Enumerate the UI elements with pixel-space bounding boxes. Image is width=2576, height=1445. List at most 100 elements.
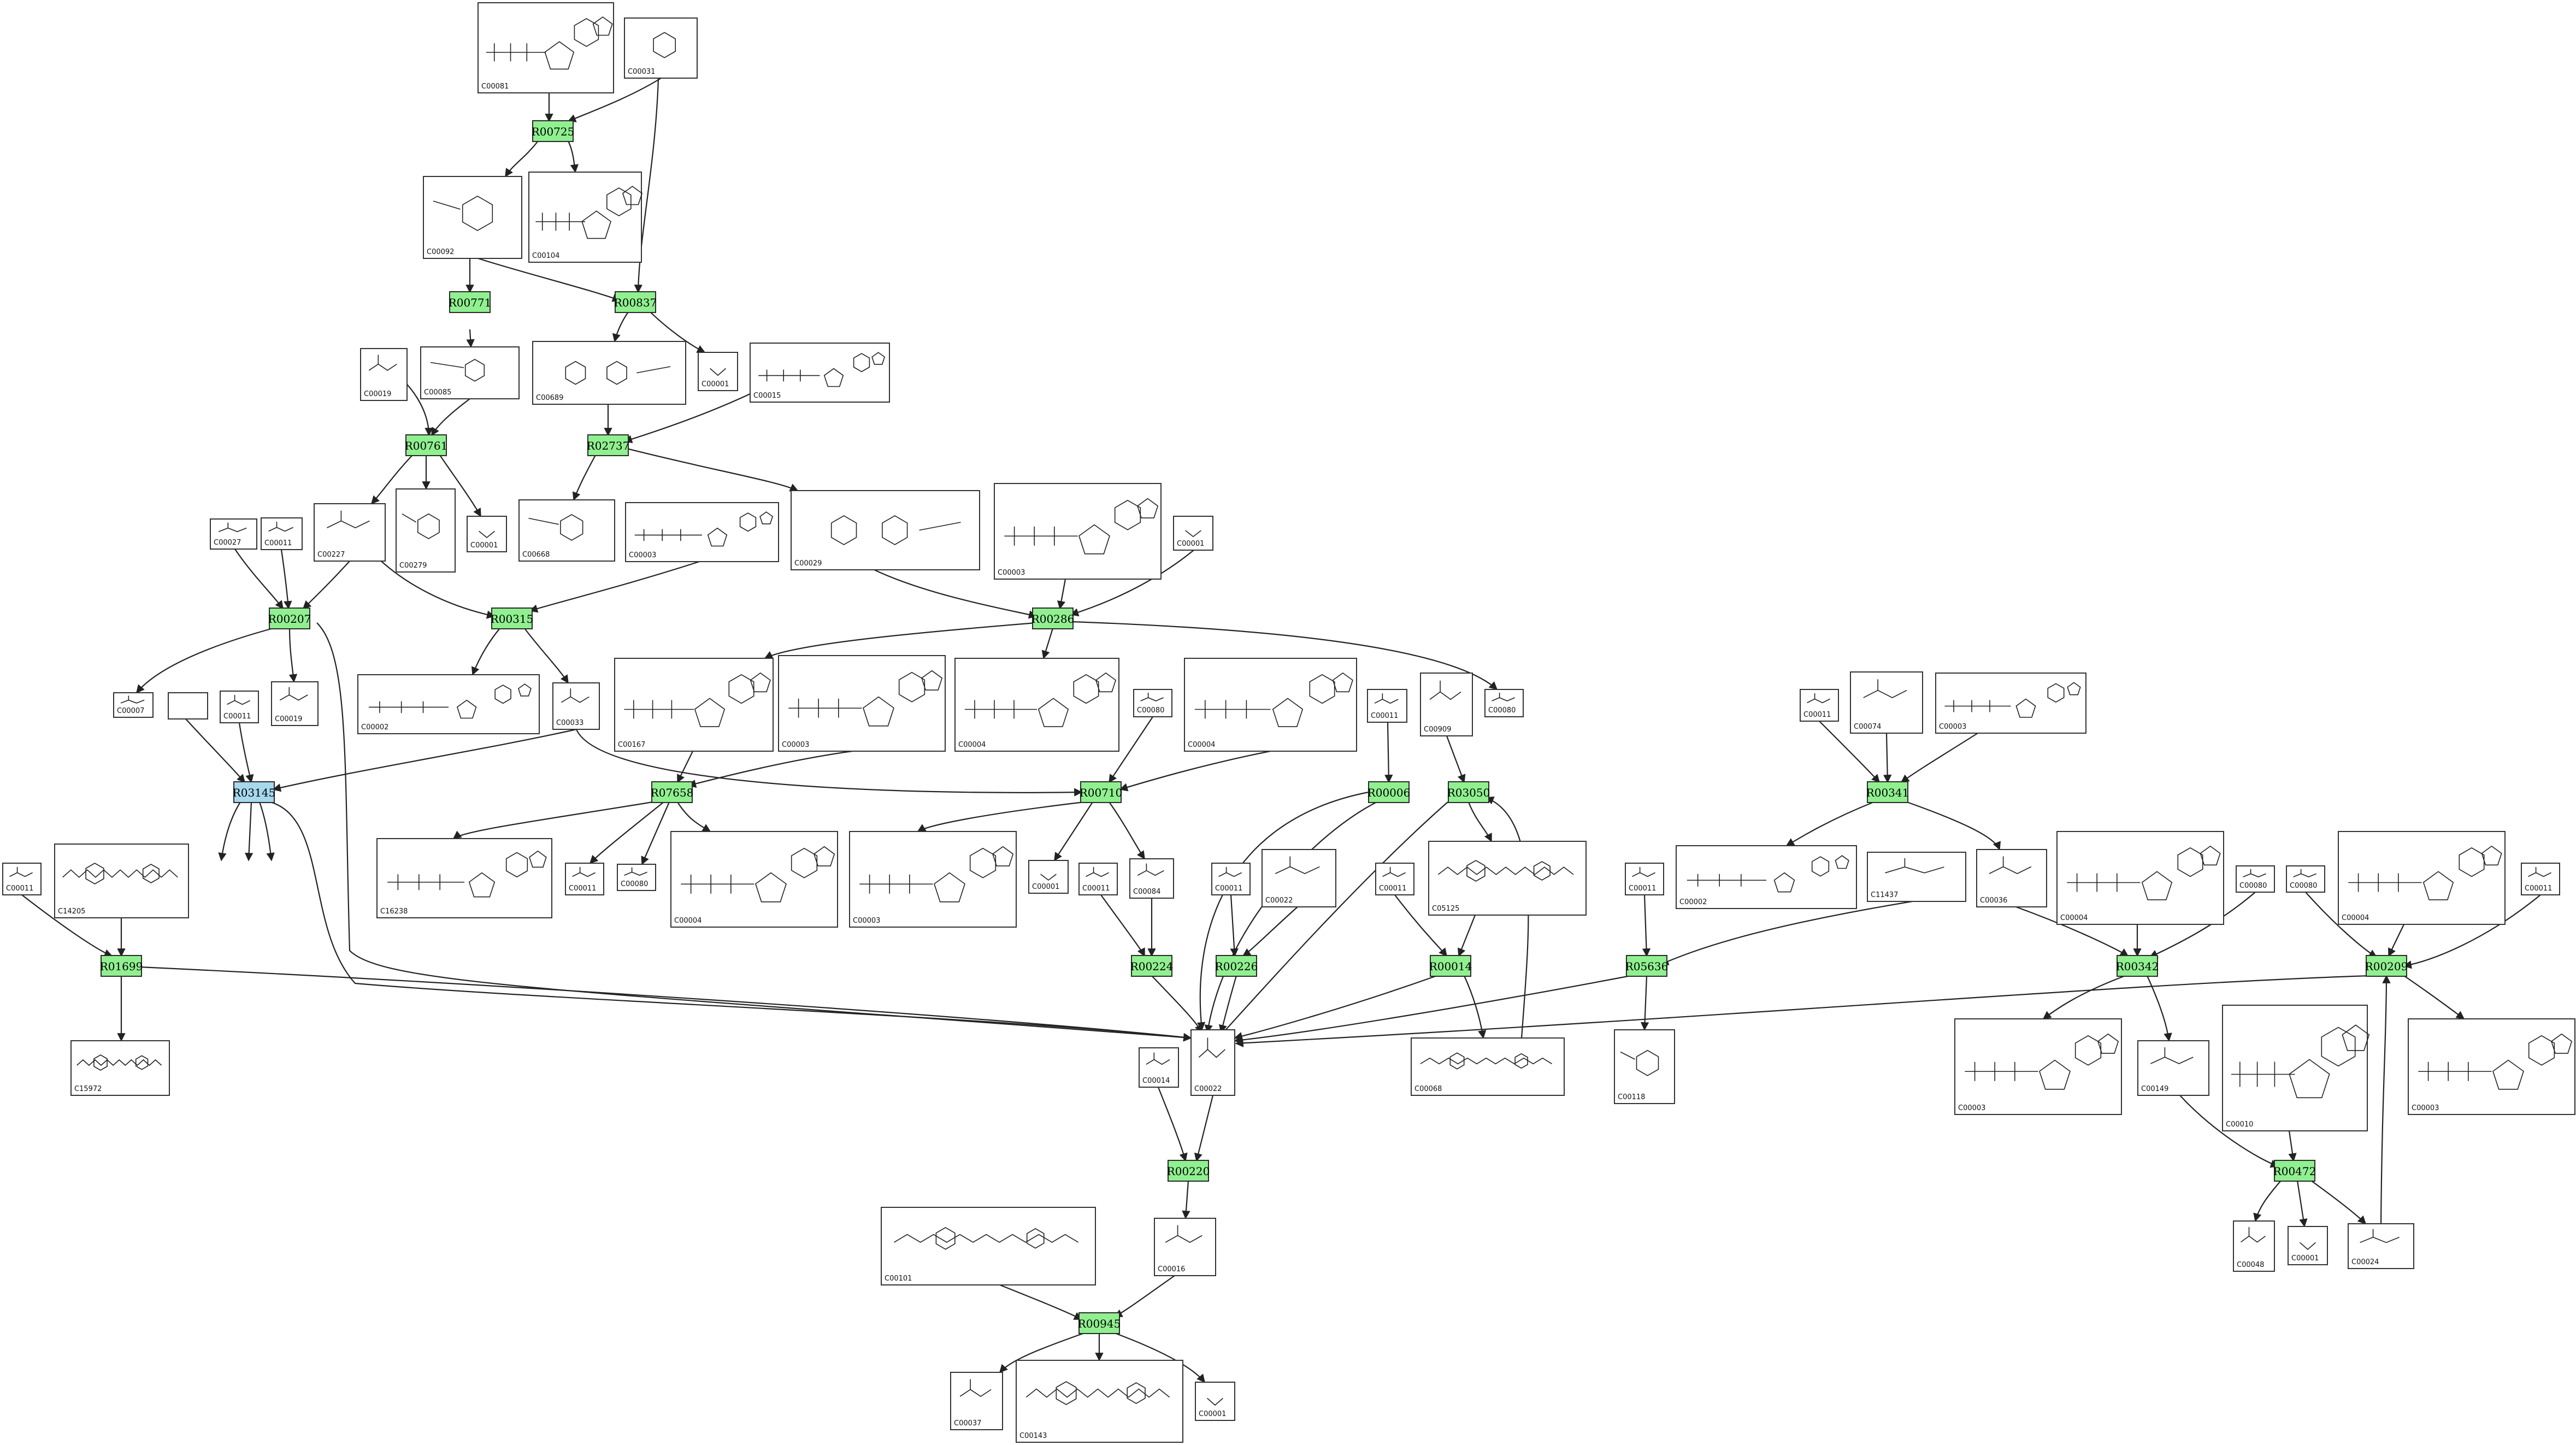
compound-node[interactable]: C00003 [1935, 673, 2086, 734]
compound-node[interactable]: C00001 [1173, 516, 1213, 551]
compound-node[interactable]: C00011 [1625, 863, 1664, 895]
reaction-node-r00207[interactable]: R00207 [268, 608, 311, 629]
compound-node[interactable]: C00011 [565, 863, 604, 895]
compound-node[interactable]: C00036 [1976, 849, 2047, 907]
compound-node[interactable]: C00011 [1078, 863, 1118, 895]
compound-node[interactable]: C00003 [849, 831, 1017, 928]
compound-node[interactable]: C00015 [750, 343, 890, 403]
compound-node[interactable]: C00080 [1133, 689, 1172, 717]
compound-node[interactable]: C00104 [528, 172, 643, 263]
compound-node[interactable]: C00227 [314, 503, 386, 562]
compound-node[interactable]: C00068 [1411, 1037, 1565, 1096]
compound-node[interactable]: C00048 [2233, 1220, 2275, 1272]
compound-node[interactable]: C00019 [360, 348, 408, 401]
reaction-node-r07658[interactable]: R07658 [651, 781, 694, 803]
compound-node[interactable]: C00081 [478, 2, 614, 93]
reaction-node-r00837[interactable]: R00837 [614, 291, 657, 313]
compound-node[interactable]: C00016 [1154, 1218, 1216, 1276]
compound-node[interactable]: C00080 [617, 864, 656, 891]
compound-node[interactable]: C00004 [2056, 831, 2224, 925]
compound-node[interactable]: C00084 [1129, 858, 1174, 899]
reaction-node-r00006[interactable]: R00006 [1367, 781, 1411, 803]
compound-node[interactable]: C00011 [2, 863, 42, 895]
compound-node[interactable]: C00011 [1800, 689, 1839, 722]
compound-node[interactable]: C00092 [423, 176, 522, 259]
compound-node[interactable]: C00011 [1375, 863, 1414, 895]
reaction-node-r00014[interactable]: R00014 [1429, 955, 1472, 977]
compound-node[interactable]: C00002 [1676, 845, 1857, 909]
reaction-node-r00342[interactable]: R00342 [2116, 955, 2159, 977]
compound-node[interactable]: C00909 [1420, 673, 1473, 736]
reaction-node-r00472[interactable]: R00472 [2273, 1160, 2316, 1182]
reaction-node-r02737[interactable]: R02737 [587, 434, 630, 456]
reaction-node-r00315[interactable]: R00315 [491, 608, 534, 629]
compound-node[interactable]: C00001 [1195, 1382, 1235, 1421]
compound-node[interactable]: C11437 [1867, 852, 1966, 902]
compound-node[interactable]: C00003 [2408, 1018, 2575, 1115]
compound-node[interactable]: C00027 [210, 518, 257, 550]
reaction-node-r03145[interactable]: R03145 [233, 781, 276, 803]
reaction-node-r05636[interactable]: R05636 [1625, 955, 1669, 977]
compound-node[interactable]: C00689 [532, 341, 686, 405]
compound-node[interactable]: C00149 [2137, 1040, 2209, 1096]
reaction-node-r00761[interactable]: R00761 [405, 434, 448, 456]
compound-node[interactable]: C00037 [950, 1372, 1003, 1430]
reaction-node-r00220[interactable]: R00220 [1167, 1160, 1210, 1182]
compound-node[interactable]: C00004 [2338, 831, 2506, 925]
compound-node[interactable]: C00004 [954, 658, 1119, 752]
compound-node[interactable]: C00003 [1954, 1018, 2122, 1115]
reaction-node-r00710[interactable]: R00710 [1080, 781, 1123, 803]
compound-node[interactable]: C00029 [791, 490, 980, 570]
compound-node[interactable]: C15972 [70, 1040, 170, 1096]
compound-node[interactable]: C00279 [396, 488, 456, 573]
compound-node[interactable]: C00022 [1262, 849, 1336, 907]
compound-node[interactable]: C00011 [1211, 863, 1251, 895]
compound-node[interactable]: C00003 [994, 483, 1162, 580]
reaction-node-r00226[interactable]: R00226 [1215, 955, 1258, 977]
compound-node[interactable]: C00080 [2236, 865, 2275, 893]
compound-node[interactable]: C14205 [54, 844, 189, 918]
compound-node[interactable]: C00118 [1614, 1029, 1675, 1104]
compound-node[interactable]: C00024 [2348, 1223, 2414, 1269]
reaction-node-r00224[interactable]: R00224 [1130, 955, 1174, 977]
compound-node[interactable]: C16238 [376, 838, 552, 918]
reaction-node-r00286[interactable]: R00286 [1031, 608, 1075, 629]
compound-node[interactable]: C00001 [698, 352, 738, 391]
compound-node[interactable]: C00011 [1367, 689, 1407, 723]
compound-node[interactable]: C00011 [220, 691, 259, 723]
compound-node[interactable]: C00074 [1850, 671, 1923, 734]
compound-node[interactable]: C00011 [2521, 863, 2560, 895]
compound-node[interactable]: C00003 [778, 655, 946, 752]
compound-node[interactable]: C05125 [1428, 841, 1587, 916]
reaction-node-r00725[interactable]: R00725 [532, 120, 575, 142]
compound-node[interactable]: C00004 [670, 831, 838, 928]
compound-node[interactable]: C00014 [1139, 1047, 1179, 1088]
compound-node[interactable]: C00080 [1484, 689, 1524, 717]
compound-node[interactable]: C00019 [271, 681, 319, 726]
compound-node[interactable]: C00007 [113, 692, 154, 718]
reaction-node-r03050[interactable]: R03050 [1447, 781, 1490, 803]
compound-node[interactable]: C00033 [552, 682, 600, 730]
compound-node[interactable]: C00085 [420, 346, 520, 399]
reaction-node-r01699[interactable]: R01699 [100, 955, 143, 977]
compound-node[interactable]: C00101 [881, 1207, 1096, 1285]
compound-node[interactable]: C00080 [2286, 865, 2325, 893]
reaction-node-r00209[interactable]: R00209 [2365, 955, 2408, 977]
compound-node[interactable]: C00003 [625, 502, 779, 562]
compound-node[interactable]: C00001 [1028, 860, 1069, 894]
compound-node[interactable]: C00001 [2288, 1226, 2328, 1265]
compound-node[interactable]: C00167 [614, 658, 774, 752]
compound-node[interactable]: C00668 [518, 499, 615, 562]
compound-node[interactable]: C00002 [357, 674, 540, 734]
compound-node[interactable]: C00004 [1184, 658, 1357, 752]
compound-node[interactable]: C00001 [467, 516, 507, 552]
reaction-node-r00771[interactable]: R00771 [449, 291, 492, 313]
compound-node[interactable] [168, 692, 208, 719]
compound-node[interactable]: C00031 [624, 17, 698, 79]
compound-node[interactable]: C00022 [1190, 1029, 1235, 1096]
compound-node[interactable]: C00010 [2222, 1005, 2370, 1131]
reaction-node-r00341[interactable]: R00341 [1866, 781, 1909, 803]
reaction-node-r00945[interactable]: R00945 [1078, 1312, 1121, 1334]
compound-node[interactable]: C00143 [1016, 1360, 1183, 1443]
compound-node[interactable]: C00011 [261, 517, 303, 550]
